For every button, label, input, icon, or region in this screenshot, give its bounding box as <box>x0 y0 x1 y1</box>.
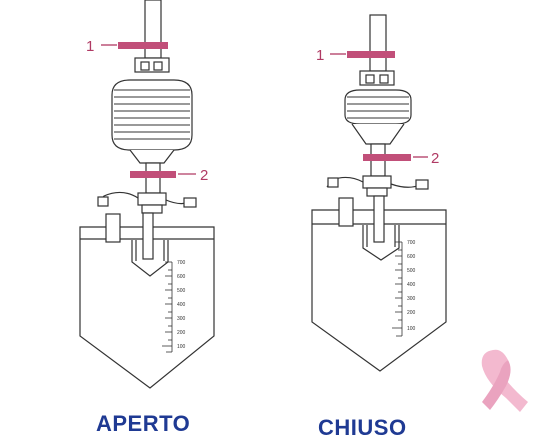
closed-assembly <box>311 14 447 372</box>
scale-label: 500 <box>407 268 416 274</box>
open-assembly <box>79 0 215 389</box>
callout-2-closed: 2 <box>431 150 439 167</box>
caption-open: APERTO <box>96 411 191 436</box>
scale-label: 200 <box>177 330 186 336</box>
clamp-1-open <box>118 42 168 49</box>
scale-label: 600 <box>177 274 186 280</box>
scale-label: 300 <box>177 316 186 322</box>
open-bag-scale: 700 600 500 400 300 200 100 <box>162 260 186 353</box>
scale-label: 100 <box>407 326 416 332</box>
callout-1-closed: 1 <box>316 47 324 64</box>
scale-label: 400 <box>407 282 416 288</box>
clamp-1-closed <box>347 51 395 58</box>
clamp-2-closed <box>363 154 411 161</box>
callout-1-open: 1 <box>86 38 94 55</box>
scale-label: 700 <box>407 240 416 246</box>
pink-ribbon-icon <box>481 349 528 412</box>
scale-label: 100 <box>177 344 186 350</box>
scale-label: 600 <box>407 254 416 260</box>
caption-closed: CHIUSO <box>318 415 407 440</box>
scale-label: 300 <box>407 296 416 302</box>
clamp-2-open <box>130 171 176 178</box>
scale-label: 500 <box>177 288 186 294</box>
scale-label: 400 <box>177 302 186 308</box>
scale-label: 200 <box>407 310 416 316</box>
scale-label: 700 <box>177 260 186 266</box>
callout-2-open: 2 <box>200 167 208 184</box>
closed-bag-scale: 700 600 500 400 300 200 100 <box>392 240 416 337</box>
